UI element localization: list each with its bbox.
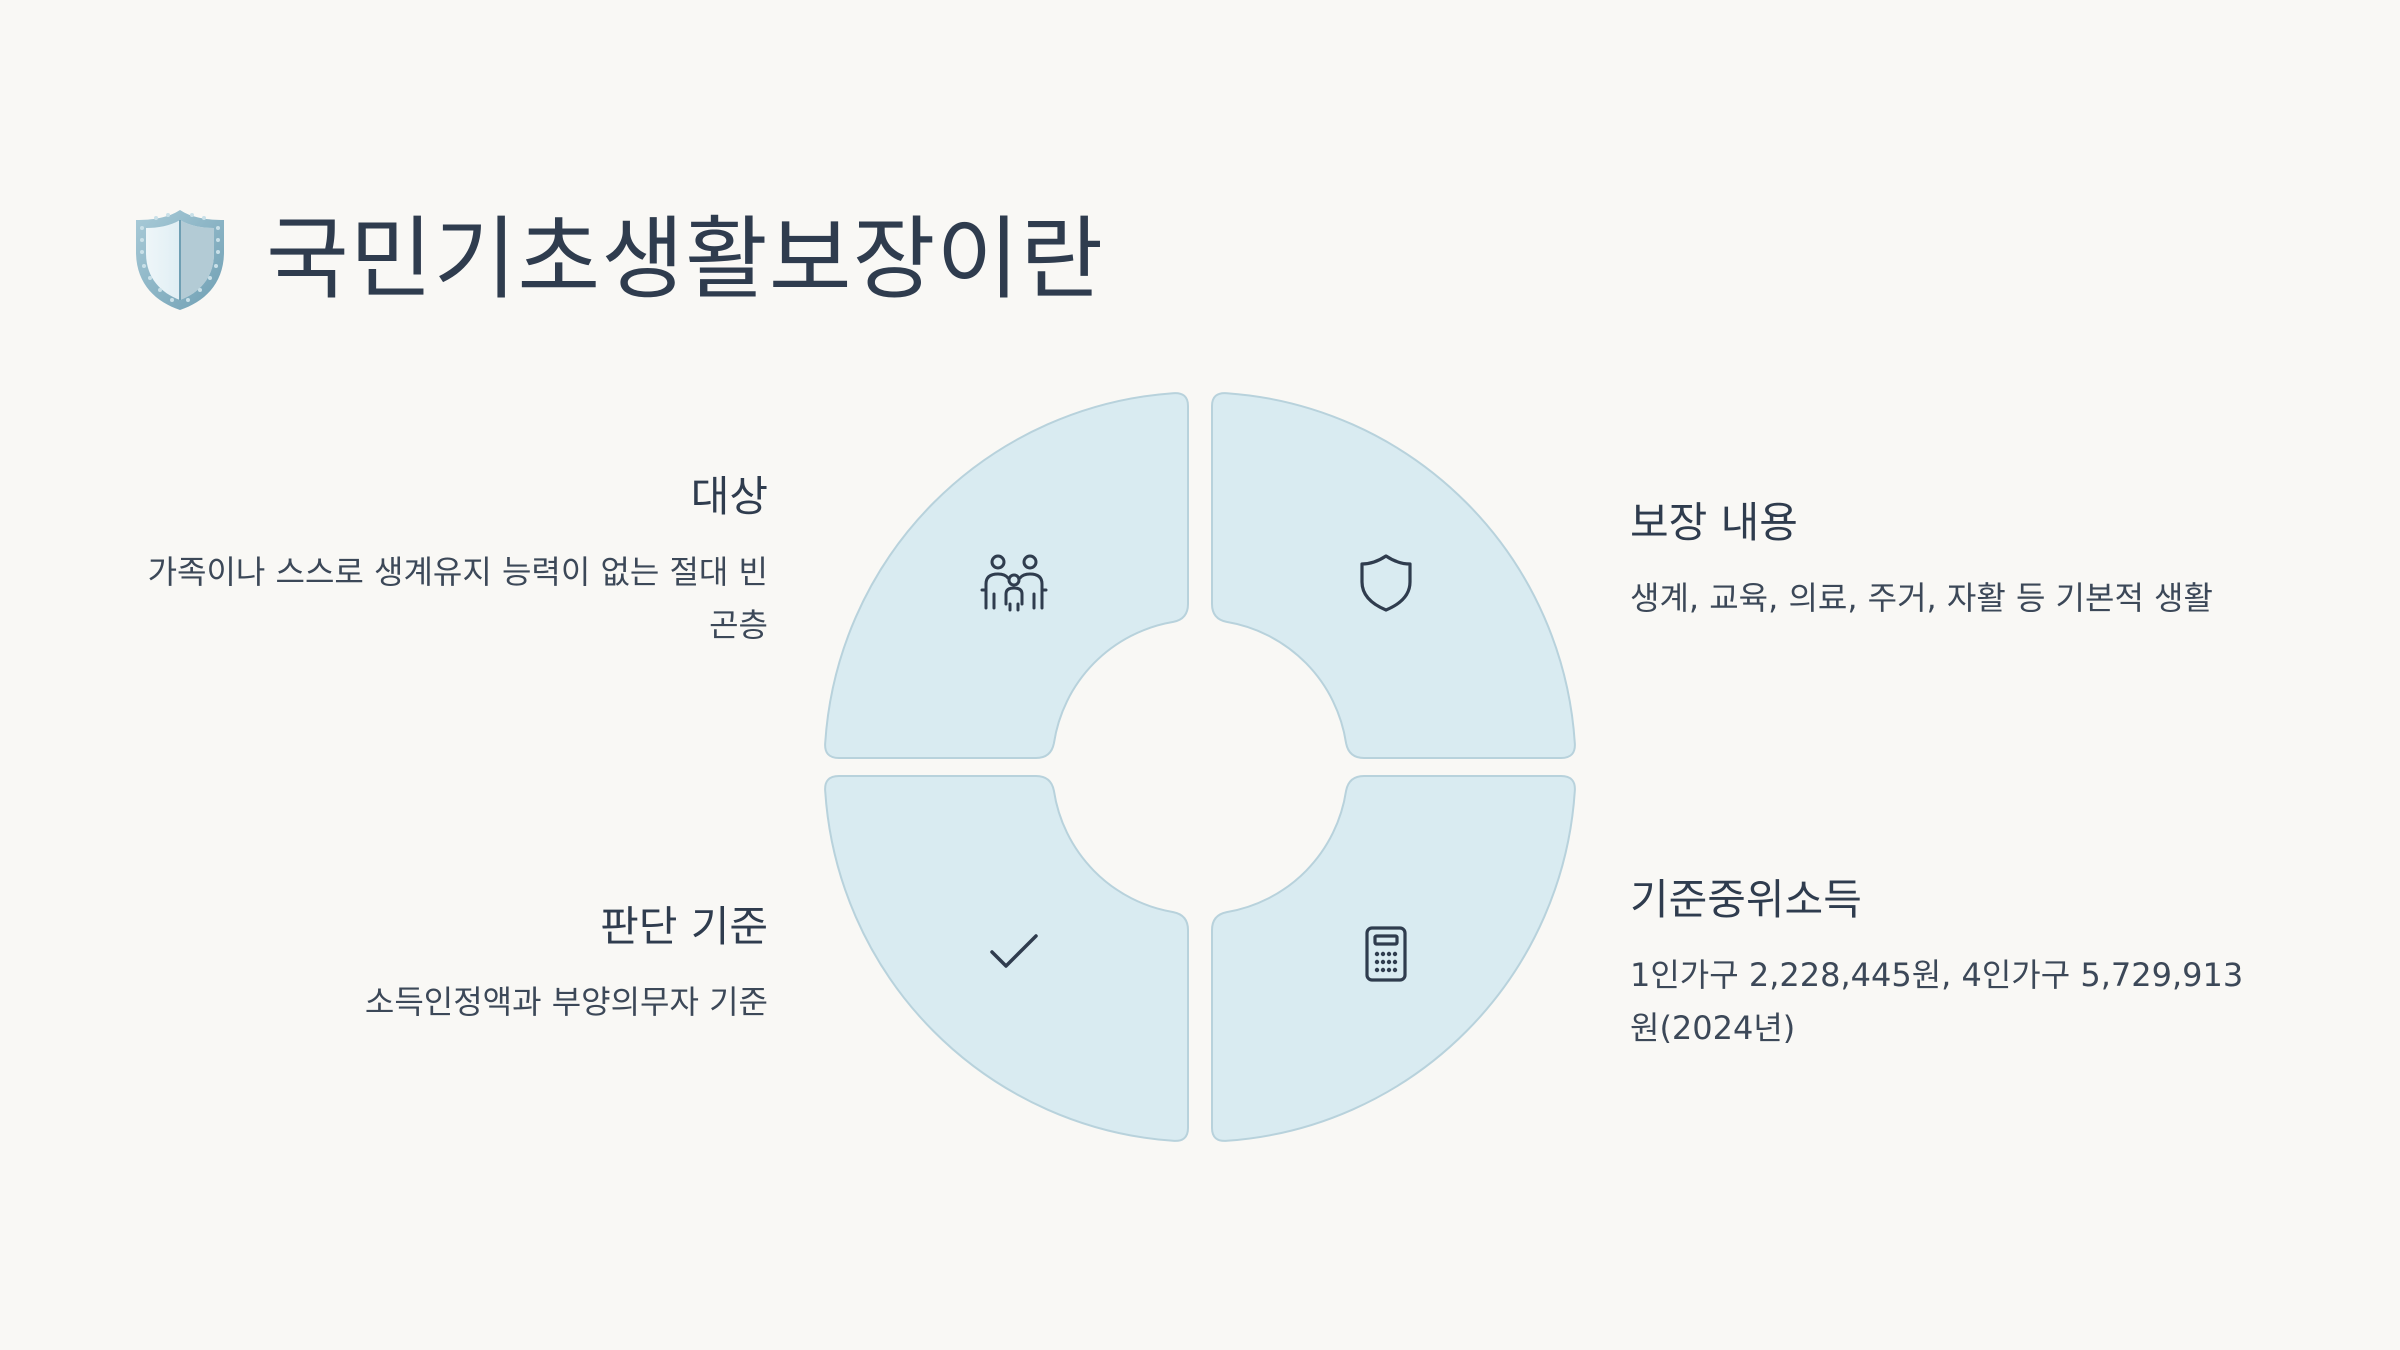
quadrant-bottom-left bbox=[824, 775, 1189, 1142]
quadrant-text-bottom-left: 판단 기준 소득인정액과 부양의무자 기준 bbox=[128, 902, 768, 1029]
quadrant-title-median-income: 기준중위소득 bbox=[1630, 875, 1862, 924]
quadrant-text-top-right: 보장 내용 생계, 교육, 의료, 주거, 자활 등 기본적 생활 bbox=[1630, 498, 2270, 625]
quadrant-desc-target: 가족이나 스스로 생계유지 능력이 없는 절대 빈곤층 bbox=[147, 553, 768, 645]
calculator-icon bbox=[1365, 926, 1407, 982]
quadrant-text-top-left: 대상 가족이나 스스로 생계유지 능력이 없는 절대 빈곤층 bbox=[128, 472, 768, 652]
shield-emblem-icon bbox=[136, 210, 224, 310]
page-title: 국민기초생활보장이란 bbox=[266, 207, 1104, 312]
quadrant-bottom-right bbox=[1211, 775, 1576, 1142]
quadrant-title-coverage: 보장 내용 bbox=[1630, 498, 1798, 547]
quadrant-top-right bbox=[1211, 392, 1576, 759]
quadrant-title-criteria: 판단 기준 bbox=[600, 902, 768, 951]
quadrant-desc-criteria: 소득인정액과 부양의무자 기준 bbox=[364, 983, 768, 1022]
quadrant-desc-coverage: 생계, 교육, 의료, 주거, 자활 등 기본적 생활 bbox=[1630, 579, 2213, 618]
quadrant-title-target: 대상 bbox=[690, 472, 768, 521]
page-header: 국민기초생활보장이란 bbox=[132, 205, 1104, 315]
family-icon bbox=[980, 554, 1048, 612]
quadrant-text-bottom-right: 기준중위소득 1인가구 2,228,445원, 4인가구 5,729,913원(… bbox=[1630, 875, 2270, 1055]
checkmark-icon bbox=[990, 934, 1038, 968]
shield-icon bbox=[1360, 554, 1412, 612]
quadrant-desc-median-income: 1인가구 2,228,445원, 4인가구 5,729,913원(2024년) bbox=[1630, 956, 2244, 1048]
